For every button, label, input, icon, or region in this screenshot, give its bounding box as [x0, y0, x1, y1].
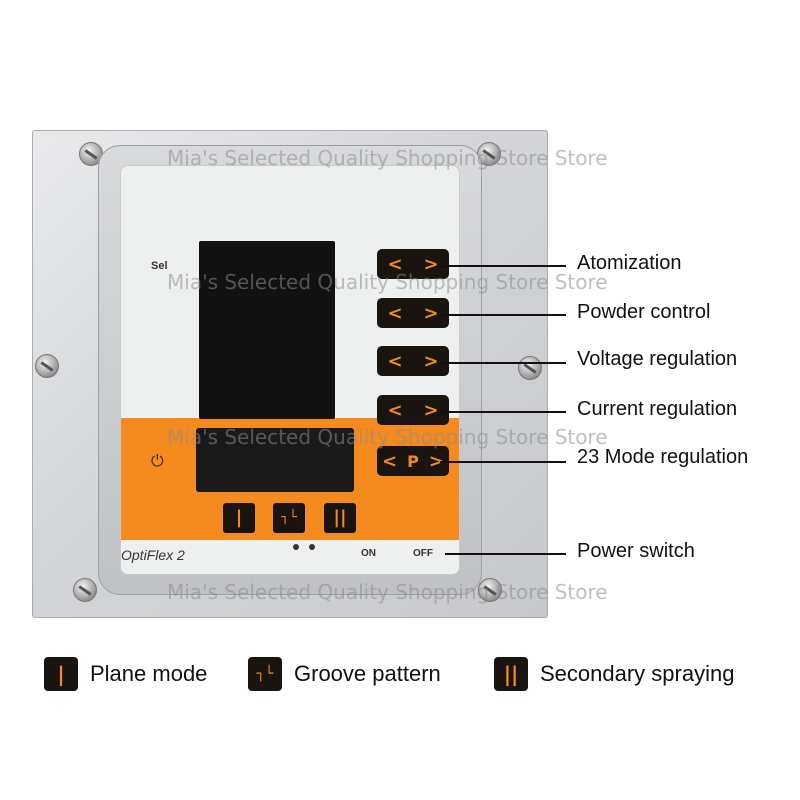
plane-mode-icon: | [44, 657, 78, 691]
brand-label: OptiFlex 2 [121, 547, 185, 563]
indicator-dot [309, 544, 315, 550]
groove-pattern-icon: ┐└ [248, 657, 282, 691]
increase-icon[interactable]: > [423, 399, 439, 421]
screw-icon [518, 356, 542, 380]
sel-label: Sel [151, 260, 168, 272]
voltage-regulation-buttons[interactable]: < > [377, 346, 449, 376]
callout-atomization: Atomization [577, 252, 682, 274]
groove-pattern-button[interactable]: ┐└ [273, 503, 305, 533]
decrease-icon[interactable]: < [387, 399, 403, 421]
increase-icon[interactable]: > [423, 302, 439, 324]
callout-line [440, 362, 566, 364]
power-icon[interactable]: ⏻ [151, 453, 164, 470]
secondary-spraying-button[interactable]: || [324, 503, 356, 533]
callout-voltage-regulation: Voltage regulation [577, 348, 738, 370]
display-screen [199, 241, 335, 419]
legend-groove-pattern: ┐└ Groove pattern [248, 656, 441, 692]
callout-powder-control: Powder control [577, 301, 711, 323]
decrease-icon[interactable]: < [387, 350, 403, 372]
display-lower [196, 428, 354, 492]
callout-line [440, 411, 566, 413]
plane-mode-button[interactable]: | [223, 503, 255, 533]
mode-regulation-buttons[interactable]: < P > [377, 446, 449, 476]
legend-label: Groove pattern [294, 661, 441, 686]
decrease-icon[interactable]: < [387, 302, 403, 324]
screw-icon [478, 578, 502, 602]
program-icon[interactable]: P [407, 451, 419, 471]
screw-icon [79, 142, 103, 166]
increase-icon[interactable]: > [423, 253, 439, 275]
powder-control-buttons[interactable]: < > [377, 298, 449, 328]
decrease-icon[interactable]: < [387, 253, 403, 275]
callout-power-switch: Power switch [577, 540, 695, 562]
screw-icon [73, 578, 97, 602]
legend-secondary-spraying: || Secondary spraying [494, 656, 734, 692]
current-regulation-buttons[interactable]: < > [377, 395, 449, 425]
increase-icon[interactable]: > [423, 350, 439, 372]
atomization-buttons[interactable]: < > [377, 249, 449, 279]
decrease-icon[interactable]: < [382, 450, 398, 472]
callout-line [445, 553, 566, 555]
indicator-dot [293, 544, 299, 550]
controller-face: Sel ⏻ | ┐└ || OptiFlex 2 ON OFF [120, 165, 460, 575]
callout-mode-regulation: 23 Mode regulation [577, 446, 749, 468]
callout-line [440, 265, 566, 267]
on-label[interactable]: ON [361, 548, 376, 559]
callout-line [440, 461, 566, 463]
legend-plane-mode: | Plane mode [44, 656, 207, 692]
callout-line [440, 314, 566, 316]
legend-label: Plane mode [90, 661, 208, 686]
increase-icon[interactable]: > [428, 450, 444, 472]
legend-label: Secondary spraying [540, 661, 735, 686]
secondary-spraying-icon: || [494, 657, 528, 691]
screw-icon [35, 354, 59, 378]
callout-current-regulation: Current regulation [577, 398, 738, 420]
off-label[interactable]: OFF [413, 548, 433, 559]
